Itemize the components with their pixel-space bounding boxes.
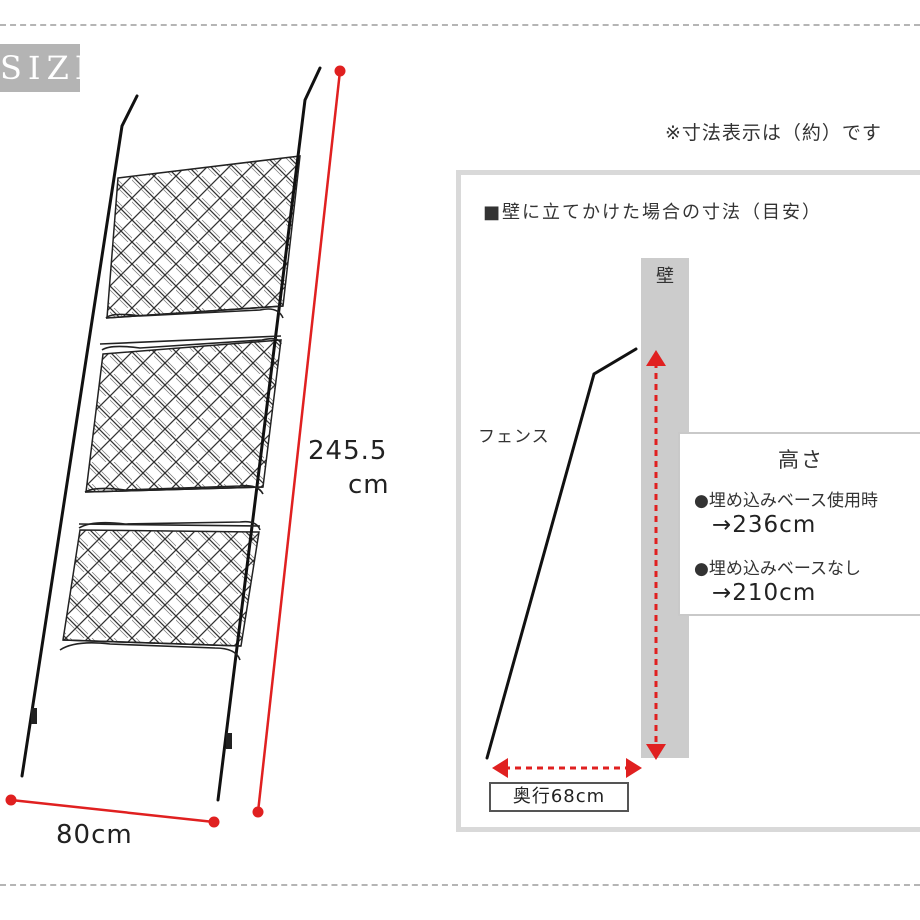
height-info-title: 高さ xyxy=(778,448,824,472)
bottom-dashed-divider xyxy=(0,884,920,886)
fence-crossbars xyxy=(59,305,284,661)
width-dimension-value: 80cm xyxy=(56,820,133,850)
height-item-without-base-value: →210cm xyxy=(712,580,817,606)
fence-feet xyxy=(31,708,232,749)
lattice-panel-middle xyxy=(86,340,281,492)
wall-label: 壁 xyxy=(656,266,674,287)
fence-label: フェンス xyxy=(478,427,550,447)
depth-arrow xyxy=(492,758,642,778)
height-item-with-base-label: ●埋め込みベース使用時 xyxy=(694,491,878,511)
leaning-fence-line xyxy=(485,347,638,760)
lattice-panel-top xyxy=(107,156,300,318)
lattice-panel-bottom xyxy=(63,530,259,646)
top-dashed-divider xyxy=(0,24,920,26)
size-badge: SIZE xyxy=(0,44,80,92)
height-item-with-base-value: →236cm xyxy=(712,512,817,538)
height-info-box xyxy=(678,432,920,616)
height-dimension-value: 245.5 xyxy=(308,436,388,466)
approx-dimension-note: ※寸法表示は（約）です xyxy=(665,122,882,144)
panel-title: ■壁に立てかけた場合の寸法（目安） xyxy=(483,202,823,223)
fence-frame xyxy=(20,66,322,802)
height-arrow xyxy=(646,350,666,760)
height-dimension-line xyxy=(252,65,346,818)
depth-label: 奥行68cm xyxy=(489,782,629,812)
width-dimension-line xyxy=(5,794,220,828)
height-dimension-unit: cm xyxy=(348,470,390,500)
height-item-without-base-label: ●埋め込みベースなし xyxy=(694,559,861,579)
